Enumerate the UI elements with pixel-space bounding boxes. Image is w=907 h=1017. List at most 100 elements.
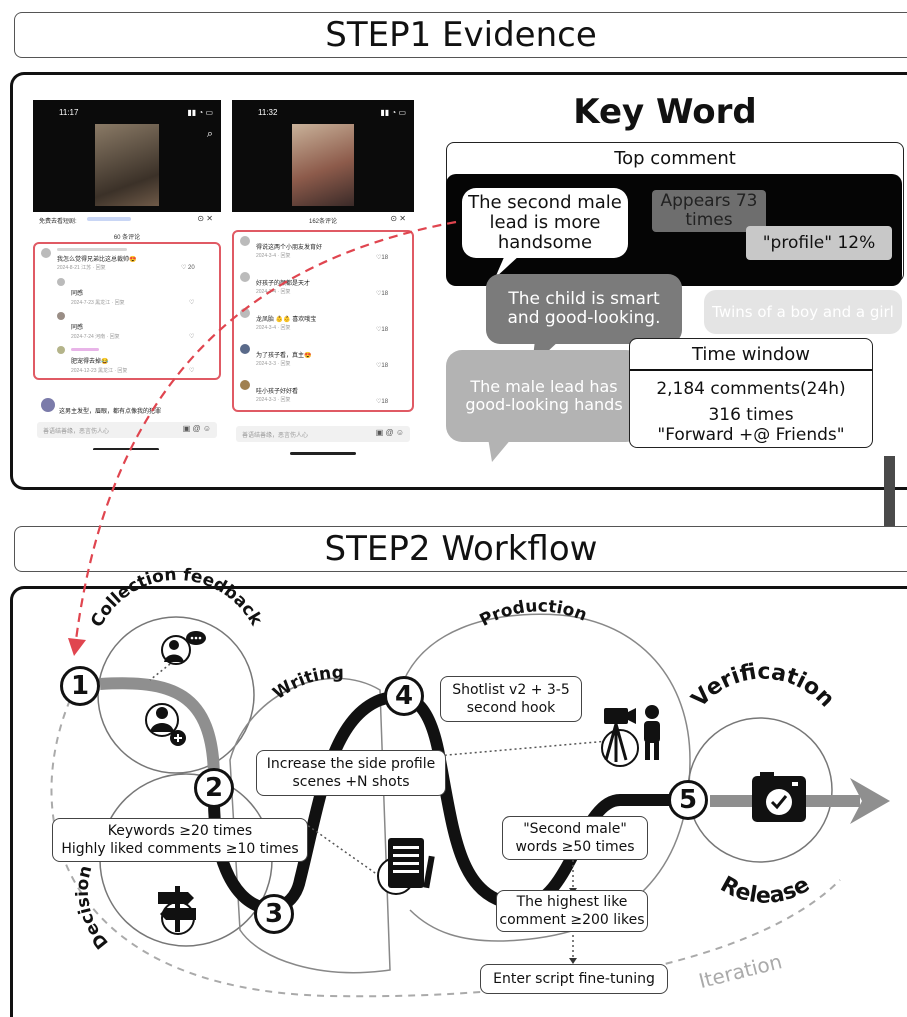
emoji-icon[interactable]: ▣ @ ☺ (375, 428, 404, 437)
avatar (41, 398, 55, 412)
step-node-1: 1 (60, 666, 100, 706)
script-notebook-icon (377, 838, 435, 895)
appears-count-badge: Appears 73 times (652, 190, 766, 232)
avatar (240, 380, 250, 390)
writing-stage-outline (229, 677, 391, 974)
production-stage-outline (399, 613, 691, 942)
chat-user-icon (161, 631, 206, 665)
comment-text: 得说这两个小朋友发育好 (256, 245, 323, 251)
keyword-title: Key Word (573, 92, 757, 132)
like-count: 18 (381, 291, 389, 297)
camera-icon (752, 772, 806, 822)
comment-meta: 2024-7-23 黑龙江 · 回复 (71, 300, 125, 306)
bubble-tail (488, 438, 512, 462)
time-window-times: 316 times (708, 405, 794, 425)
username-line (57, 248, 127, 251)
track-1-2 (99, 677, 220, 781)
like-count: 18 (381, 327, 389, 333)
connector (149, 663, 171, 681)
time-window-title: Time window (630, 339, 872, 371)
input-placeholder: 善语结善缘，恶言伤人心 (242, 433, 309, 439)
release-stage-label: Release (716, 872, 814, 909)
like-icon[interactable]: ♡ 20 (181, 265, 195, 271)
workflow-track (208, 690, 706, 915)
comment-text: 龙凤胎 👶👶 喜欢哦宝 (256, 317, 317, 323)
avatar (57, 312, 65, 320)
child-comment-bubble: The child is smart and good-looking. (486, 274, 682, 344)
comment-text: 同感 (71, 325, 84, 331)
writing-stage-label: Writing (269, 663, 344, 704)
profile-percent-badge: "profile" 12% (746, 226, 892, 260)
comment-text: 我怎么觉得兄弟比这总裁帅😍 (57, 257, 137, 263)
close-icon[interactable]: ⊙ ✕ (197, 214, 213, 223)
add-user-icon (145, 703, 186, 746)
like-icon[interactable]: ♡ (189, 334, 195, 340)
video-area: 11:32 ▮▮ ◔ ▭ (232, 100, 414, 212)
highlighted-comments (232, 230, 414, 412)
comment-meta: 2024-3-4 · 回复 (256, 253, 291, 259)
step2-banner: STEP2 Workflow (14, 526, 907, 572)
step-node-3: 3 (254, 894, 294, 934)
like-icon[interactable]: ♡18 (376, 363, 389, 369)
avatar (240, 344, 250, 354)
comment-meta: 2024-12-23 黑龙江 · 回复 (71, 368, 128, 374)
avatar (57, 278, 65, 286)
comment-meta: 2024-3-3 · 回复 (256, 397, 291, 403)
time-window-forward: "Forward +@ Friends" (657, 425, 845, 445)
like-icon[interactable]: ♡18 (376, 255, 389, 261)
video-thumbnail (95, 124, 159, 206)
like-icon[interactable]: ♡18 (376, 291, 389, 297)
like-icon[interactable]: ♡18 (376, 399, 389, 405)
comment-meta: 2024-3-4 · 回复 (256, 325, 291, 331)
comment-count: 162条评论 (308, 219, 337, 225)
top-comment-bubble: The second male lead is more handsome (462, 188, 628, 258)
video-thumbnail (292, 124, 354, 206)
fine-tuning-label: Enter script fine-tuning (480, 964, 668, 994)
shotlist-label: Shotlist v2 + 3-5 second hook (440, 676, 582, 722)
feedback-arrowhead-icon (68, 638, 86, 656)
connector (299, 819, 386, 881)
comment-meta: 2024-8-21 江苏 · 回复 (57, 265, 106, 271)
close-icon[interactable]: ⊙ ✕ (390, 214, 406, 223)
second-male-label: "Second male" words ≥50 times (502, 816, 648, 860)
comment-meta: 2024-3-4 · 回复 (256, 289, 291, 295)
comment-header: 免费去看短剧: ⊙ ✕ (39, 214, 213, 225)
comment-text: 同感 (71, 291, 84, 297)
like-count: 18 (381, 399, 389, 405)
collection-stage-circle (97, 616, 255, 774)
comment-text: 这男主发型，眉眼，都有点像我的犯罪 (59, 409, 162, 415)
signpost-icon (158, 886, 196, 935)
like-icon[interactable]: ♡ (189, 368, 195, 374)
connector (389, 739, 621, 761)
like-icon[interactable]: ♡18 (376, 327, 389, 333)
like-count: 20 (188, 265, 195, 271)
phone-screenshot-1: 11:17 ▮▮ ◔ ▭ ⌕ 免费去看短剧: ⊙ ✕ 60 条评论 我怎么觉得兄… (33, 100, 221, 450)
collection-stage-label: Collection feedback (87, 565, 266, 631)
phone-screenshot-2: 11:32 ▮▮ ◔ ▭ 162条评论 ⊙ ✕ 得说这两个小朋友发育好 2024… (232, 100, 414, 456)
release-arrow-icon (850, 778, 890, 824)
like-count: 18 (381, 363, 389, 369)
comment-input[interactable]: 善语结善缘，恶言伤人心 ▣ @ ☺ (37, 422, 217, 438)
production-stage-label: Production (477, 596, 590, 630)
iteration-loop (50, 699, 841, 998)
avatar (240, 272, 250, 282)
iteration-label: Iteration (696, 949, 784, 993)
avatar (240, 236, 250, 246)
verification-stage-label: Verification (687, 660, 839, 713)
comment-meta: 2024-7-24 河南 · 回复 (71, 334, 120, 340)
like-count: 18 (381, 255, 389, 261)
like-icon[interactable]: ♡ (189, 300, 195, 306)
comment-text: 肥宠得去掉😂 (71, 359, 109, 365)
feedback-arrow (74, 220, 457, 641)
emoji-icon[interactable]: ▣ @ ☺ (182, 424, 211, 433)
comment-input[interactable]: 善语结善缘，恶言伤人心 ▣ @ ☺ (236, 426, 410, 442)
search-icon[interactable]: ⌕ (206, 128, 213, 140)
bubble-tail (495, 255, 520, 278)
step-node-5: 5 (668, 780, 708, 820)
time-window-box: Time window 2,184 comments(24h) 316 time… (629, 338, 873, 448)
avatar (57, 346, 65, 354)
step1-title: STEP1 Evidence (325, 15, 597, 55)
highest-like-label: The highest like comment ≥200 likes (496, 890, 648, 932)
status-time: 11:17 (59, 108, 79, 117)
